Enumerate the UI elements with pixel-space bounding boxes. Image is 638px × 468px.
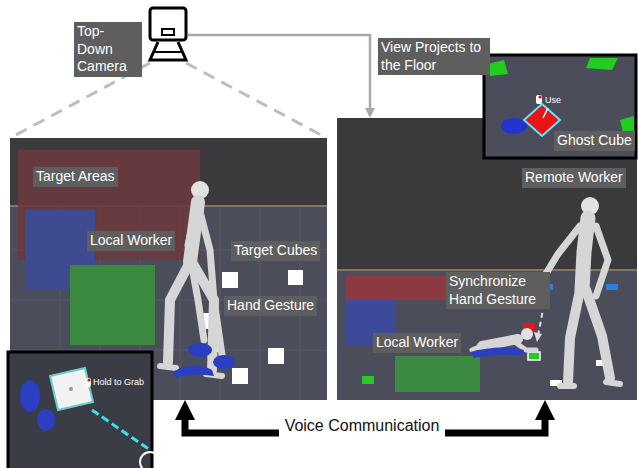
- hand-gesture: [188, 343, 212, 357]
- remote-worker-figure: [560, 383, 574, 389]
- grab-inset: [8, 352, 160, 468]
- floor-grid: [220, 206, 221, 400]
- hand-gesture: [172, 343, 235, 378]
- target-area: [395, 356, 480, 392]
- worker-label: Remote Worker: [522, 168, 626, 188]
- worker-figure: [160, 181, 222, 376]
- remote-worker-figure: [582, 218, 588, 290]
- area-label: Target Areas: [33, 167, 118, 187]
- camera-icon: [150, 42, 186, 60]
- target-cube: [268, 348, 284, 364]
- target-area: [70, 265, 155, 345]
- hint-text: Hold to Grab: [93, 377, 144, 388]
- ghost-inset-panel: UseGhost Cube: [484, 55, 637, 158]
- hand-gesture: [213, 355, 235, 369]
- ghost-cube-inset: [484, 55, 636, 158]
- worker-figure: [168, 262, 190, 362]
- grab-inset: [87, 378, 90, 381]
- target-cube: [232, 368, 248, 384]
- lying-worker-figure: [521, 328, 533, 340]
- gesture-label: Hand Gesture: [224, 296, 317, 316]
- grab-inset: [8, 352, 152, 468]
- ghost-cube-inset: [586, 58, 618, 70]
- cube-label: Target Cubes: [231, 241, 320, 261]
- projection-arrow: [188, 35, 370, 108]
- target-cube: [288, 270, 303, 285]
- lying-worker-figure: [472, 328, 536, 350]
- gesture-label: Synchronize Hand Gesture: [446, 272, 550, 309]
- remote-scene: [337, 118, 637, 400]
- camera-node: Top-Down Camera: [72, 5, 188, 79]
- grab-inset-panel: Hold to Grab: [8, 352, 152, 468]
- grab-inset: [69, 387, 73, 391]
- view-frustum-line: [186, 63, 323, 136]
- ghost-cube-inset: [536, 95, 542, 104]
- target-area: [345, 276, 455, 300]
- grab-inset: [92, 410, 150, 450]
- worker-figure: [160, 366, 176, 368]
- ghost-cube-inset: [484, 55, 636, 158]
- target-cube: [606, 284, 618, 290]
- grab-inset: [50, 368, 93, 410]
- target-cube: [528, 352, 540, 360]
- target-cube: [222, 272, 238, 288]
- cube-label: Ghost Cube: [554, 131, 635, 151]
- remote-worker-figure: [586, 290, 610, 378]
- edge-label: Voice Communication: [279, 416, 446, 437]
- grab-inset: [140, 452, 160, 468]
- remote-worker-figure: [596, 226, 608, 296]
- camera-icon: [162, 29, 174, 35]
- remote-worker-figure: [606, 382, 620, 384]
- hand-gesture: [470, 347, 524, 358]
- local-scene-panel: Hold to Grab Target AreasLocal WorkerTarg…: [10, 138, 327, 400]
- ghost-cube-inset: [488, 60, 508, 76]
- worker-label: Local Worker: [373, 333, 461, 353]
- remote-scene: [337, 269, 637, 271]
- remote-scene: [337, 270, 637, 400]
- ghost-cube-inset: [543, 108, 548, 118]
- ghost-cube-inset: [538, 95, 541, 98]
- sync-arrow: [534, 332, 542, 342]
- hint-text: Use: [545, 95, 561, 106]
- view-frustum-line: [14, 63, 323, 136]
- grab-inset: [37, 409, 55, 431]
- hand-gesture: [470, 347, 524, 358]
- camera-icon: [150, 8, 186, 40]
- worker-label: Local Worker: [87, 231, 175, 251]
- remote-worker-figure: [568, 290, 580, 382]
- remote-scene-panel: UseGhost CubeRemote WorkerSynchronize Ha…: [337, 118, 637, 400]
- edge-label: View Projects to the Floor: [378, 38, 490, 75]
- camera-label: Top-Down Camera: [74, 22, 142, 77]
- grab-inset: [85, 378, 91, 387]
- target-cube: [362, 376, 374, 384]
- camera-icon: [150, 8, 186, 60]
- remote-scene: [337, 118, 637, 400]
- grab-inset: [20, 380, 40, 412]
- hand-gesture: [172, 365, 214, 378]
- camera-icon: [154, 51, 182, 53]
